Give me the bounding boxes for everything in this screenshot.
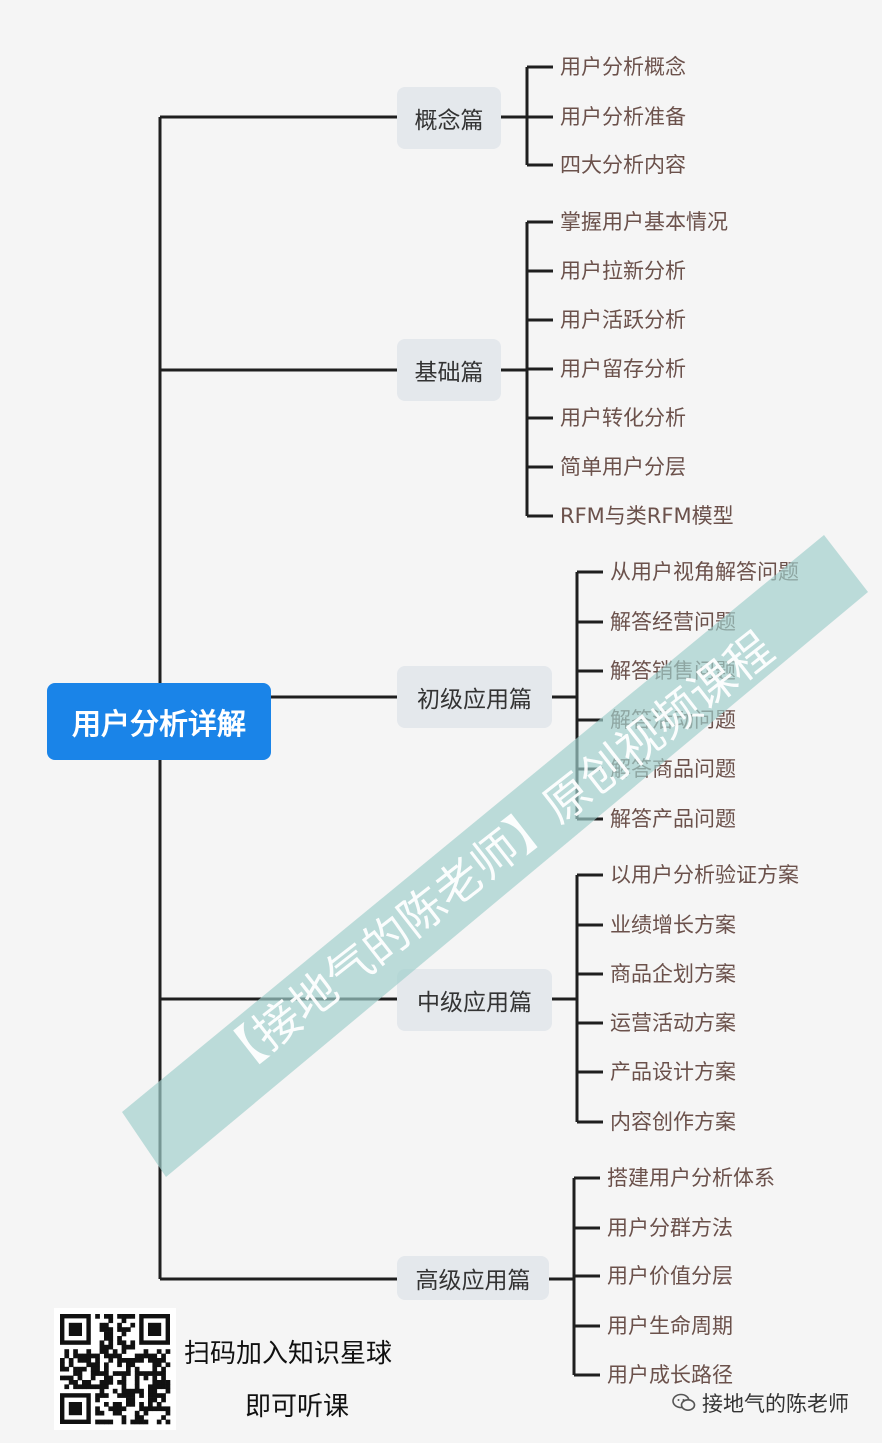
leaf-node[interactable]: 内容创作方案: [610, 1110, 736, 1134]
branch-label: 高级应用篇: [415, 1268, 531, 1294]
branch-label: 初级应用篇: [417, 687, 532, 713]
branch-label: 中级应用篇: [417, 990, 532, 1016]
leaf-node[interactable]: 用户分群方法: [607, 1216, 733, 1240]
leaf-node[interactable]: 商品企划方案: [610, 962, 736, 986]
branch-label: 基础篇: [414, 360, 484, 386]
leaf-node[interactable]: 用户留存分析: [560, 357, 686, 381]
leaf-node[interactable]: 用户活跃分析: [560, 308, 686, 332]
branch-node-basic[interactable]: 基础篇: [397, 339, 501, 401]
leaf-node[interactable]: 用户分析概念: [560, 55, 686, 79]
qr-caption-line2: 即可听课: [245, 1392, 350, 1422]
leaf-node[interactable]: 解答产品问题: [610, 807, 736, 831]
wechat-icon: [672, 1393, 696, 1411]
root-label: 用户分析详解: [71, 706, 246, 741]
qr-code[interactable]: [54, 1308, 176, 1430]
leaf-node[interactable]: 搭建用户分析体系: [607, 1166, 775, 1190]
leaf-node[interactable]: 以用户分析验证方案: [610, 863, 799, 887]
qr-caption-line1: 扫码加入知识星球: [184, 1339, 393, 1369]
leaf-node[interactable]: 掌握用户基本情况: [560, 210, 728, 234]
leaf-node[interactable]: 产品设计方案: [610, 1060, 736, 1084]
branch-label: 概念篇: [414, 108, 484, 134]
leaf-node[interactable]: 用户拉新分析: [560, 259, 686, 283]
branch-node-advanced[interactable]: 高级应用篇: [397, 1256, 549, 1300]
qr-code-image: [60, 1314, 171, 1425]
leaf-node[interactable]: 四大分析内容: [560, 153, 686, 177]
leaf-node[interactable]: 用户转化分析: [560, 406, 686, 430]
leaf-node[interactable]: 用户成长路径: [607, 1363, 733, 1387]
leaf-node[interactable]: 用户分析准备: [560, 105, 686, 129]
leaf-node[interactable]: 用户价值分层: [607, 1264, 733, 1288]
leaf-node[interactable]: 从用户视角解答问题: [610, 560, 799, 584]
account-badge: 接地气的陈老师: [672, 1388, 849, 1418]
branch-node-intermediate[interactable]: 中级应用篇: [397, 969, 552, 1031]
leaf-node[interactable]: RFM与类RFM模型: [560, 504, 734, 528]
account-name: 接地气的陈老师: [702, 1392, 849, 1416]
leaf-node[interactable]: 简单用户分层: [560, 455, 686, 479]
leaf-node[interactable]: 运营活动方案: [610, 1011, 736, 1035]
branch-node-concept[interactable]: 概念篇: [397, 87, 501, 149]
leaf-node[interactable]: 用户生命周期: [607, 1314, 733, 1338]
branch-node-beginner[interactable]: 初级应用篇: [397, 666, 552, 728]
root-node[interactable]: 用户分析详解: [47, 683, 271, 760]
leaf-node[interactable]: 业绩增长方案: [610, 913, 736, 937]
